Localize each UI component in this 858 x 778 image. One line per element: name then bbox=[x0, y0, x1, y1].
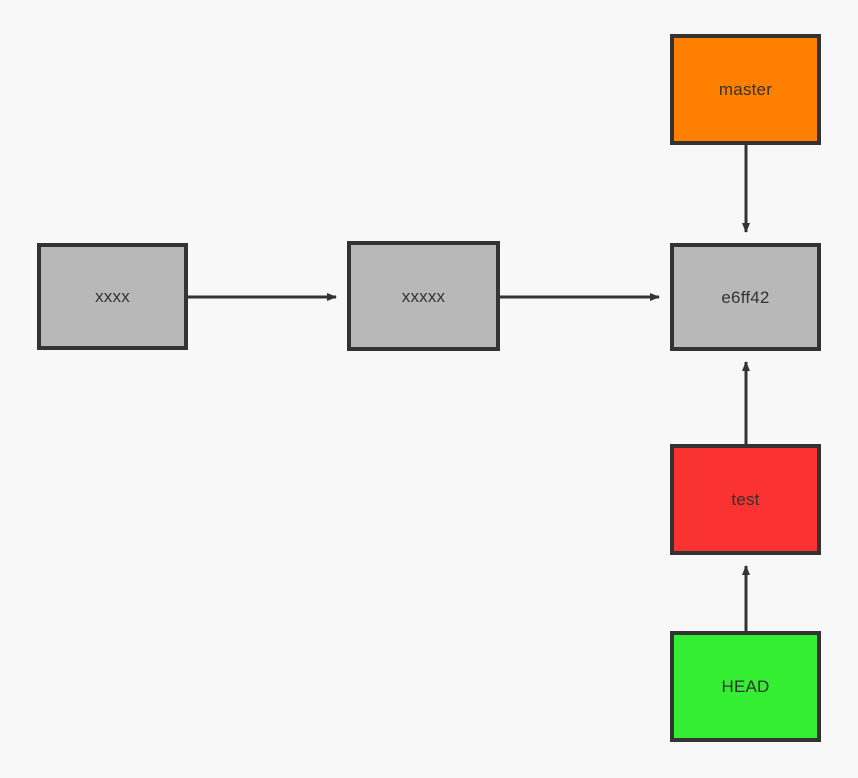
commit-node-e6ff42-label: e6ff42 bbox=[721, 287, 770, 307]
branch-node-test-label: test bbox=[731, 490, 760, 509]
branch-node-master[interactable]: master bbox=[670, 34, 821, 145]
commit-node-xxxx[interactable]: xxxx bbox=[37, 243, 188, 350]
commit-node-xxxxx[interactable]: xxxxx bbox=[347, 241, 500, 351]
pointer-node-head-label: HEAD bbox=[721, 677, 770, 696]
branch-node-test[interactable]: test bbox=[670, 444, 821, 555]
commit-node-e6ff42[interactable]: e6ff42 bbox=[670, 243, 821, 351]
branch-node-master-label: master bbox=[718, 80, 773, 99]
pointer-node-head[interactable]: HEAD bbox=[670, 631, 821, 742]
commit-node-xxxx-label: xxxx bbox=[95, 287, 130, 306]
commit-node-xxxxx-label: xxxxx bbox=[401, 286, 446, 306]
